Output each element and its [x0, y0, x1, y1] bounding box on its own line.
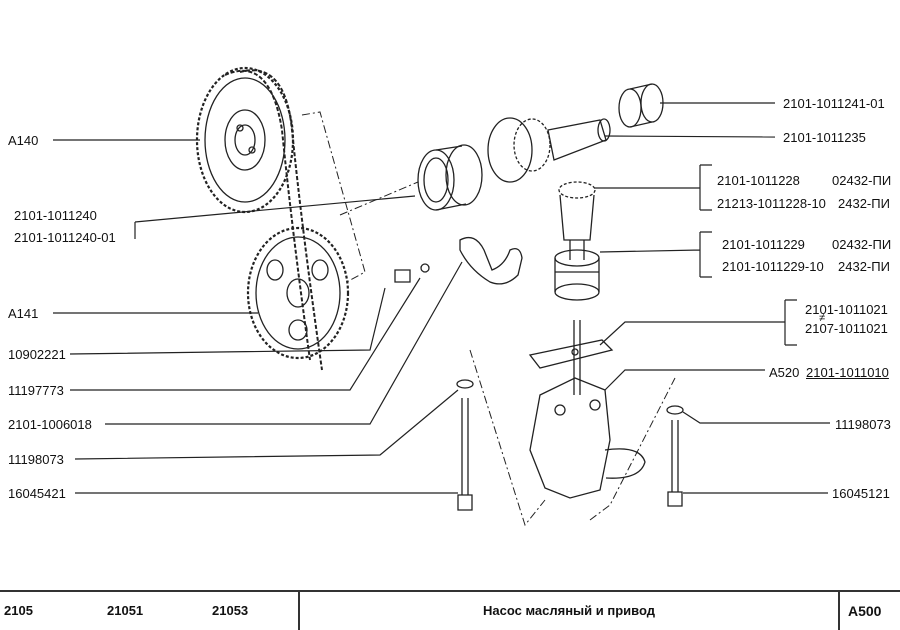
title-block: 2105 21051 21053 Насос масляный и привод… [0, 590, 900, 630]
label-11197773: 11197773 [8, 383, 64, 398]
upper-sprocket-drawing [195, 66, 295, 214]
sleeve-ring-drawing [417, 144, 483, 211]
driven-gear-drawing [554, 249, 600, 301]
small-bolt-drawing [394, 263, 430, 283]
assembly-lines [469, 349, 676, 527]
label-a520: A520 [769, 365, 800, 380]
label-a140: A140 [8, 133, 39, 148]
timing-chain-drawing [224, 69, 323, 371]
footer-divider [298, 592, 300, 630]
bracket-drawing [459, 236, 523, 285]
label-a141: A141 [8, 306, 39, 321]
long-bolt-right-drawing [666, 405, 684, 507]
label-chain-2101-1011240-01: 2101-1011240-01 [14, 230, 116, 245]
label-11198073-right: 11198073 [835, 417, 891, 432]
label-2101-1011229-10-code: 2432-ПИ [838, 259, 890, 274]
label-not-equal-symbol: ≠ [819, 312, 826, 324]
label-2101-1011229: 2101-1011229 [722, 237, 805, 252]
drive-shaft-drawing [487, 117, 611, 183]
bushing-drawing [618, 83, 664, 128]
label-2107-1011021: 2107-1011021 [805, 321, 888, 336]
long-bolt-left-drawing [456, 379, 474, 511]
lower-sprocket-drawing [246, 226, 350, 360]
oil-pump-drawing [529, 377, 646, 499]
label-chain-2101-1011240: 2101-1011240 [14, 208, 97, 223]
label-2101-1011228: 2101-1011228 [717, 173, 800, 188]
label-2101-1011021: 2101-1011021 [805, 302, 888, 317]
label-16045121: 16045121 [832, 486, 890, 501]
label-16045421: 16045421 [8, 486, 66, 501]
leader-lines [53, 102, 830, 494]
gasket-drawing [528, 320, 614, 395]
label-2101-1011229-10: 2101-1011229-10 [722, 259, 824, 274]
exploded-parts-diagram [53, 66, 830, 527]
label-10902221: 10902221 [8, 347, 66, 362]
label-2101-1011241-01: 2101-1011241-01 [783, 96, 885, 111]
label-2101-1011228-code: 02432-ПИ [832, 173, 892, 188]
label-2101-1011229-code: 02432-ПИ [832, 237, 892, 252]
footer-page-code: A500 [848, 603, 882, 619]
footer-divider [838, 592, 840, 630]
footer-model-21053: 21053 [212, 603, 249, 618]
label-21213-1011228-10-code: 2432-ПИ [838, 196, 890, 211]
label-11198073-left: 11198073 [8, 452, 64, 467]
construction-lines [301, 111, 419, 284]
drive-gear-drawing [558, 181, 596, 260]
label-2101-1011235: 2101-1011235 [783, 130, 866, 145]
label-2101-1011010: 2101-1011010 [806, 365, 889, 380]
footer-model-21051: 21051 [107, 603, 144, 618]
footer-model-2105: 2105 [4, 603, 33, 618]
label-2101-1006018: 2101-1006018 [8, 417, 92, 432]
label-21213-1011228-10: 21213-1011228-10 [717, 196, 826, 211]
footer-title: Насос масляный и привод [483, 603, 655, 618]
